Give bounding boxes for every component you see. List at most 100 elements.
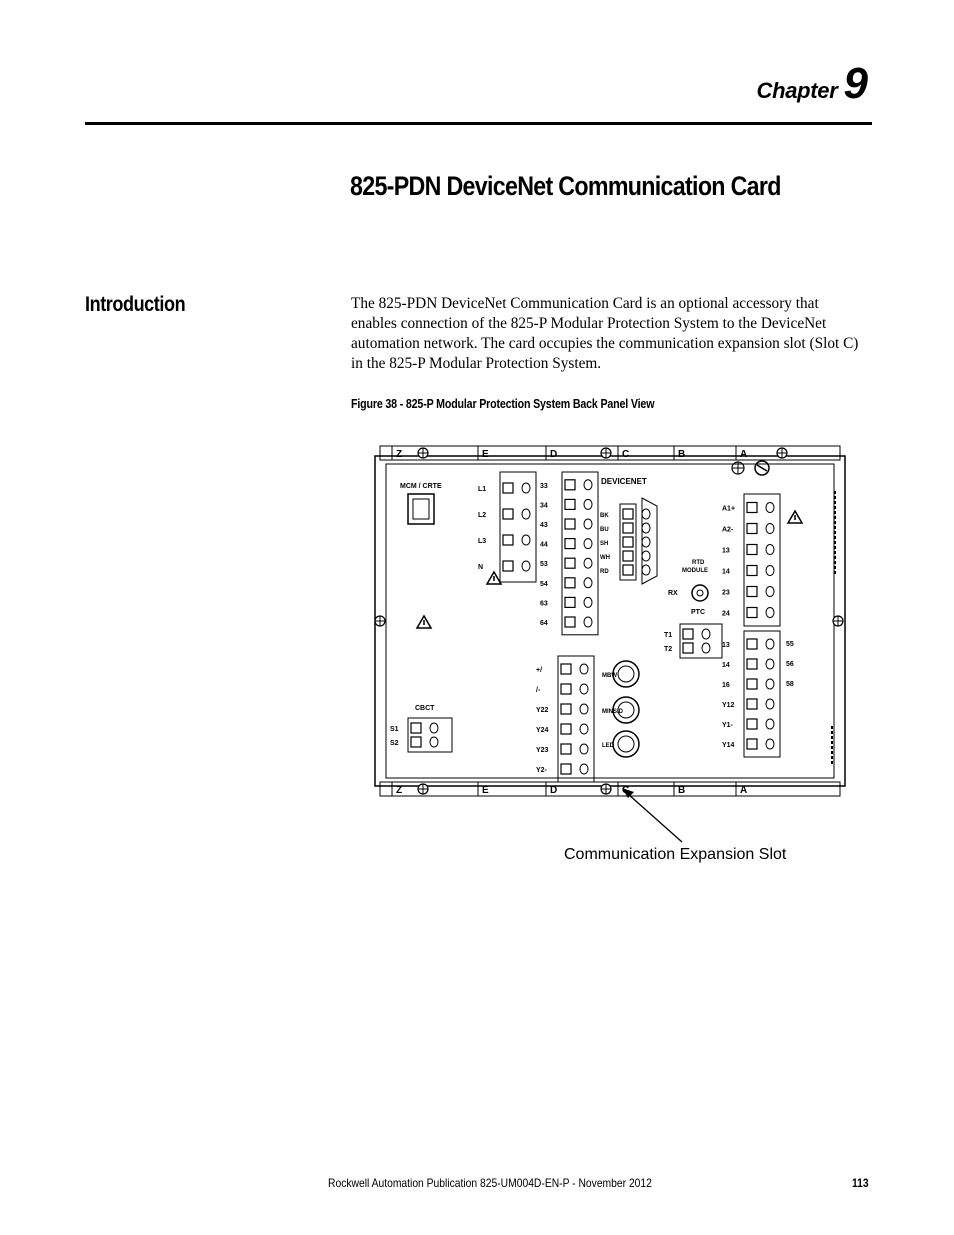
callout-arrow: [627, 793, 683, 843]
terminal-label: 54: [540, 581, 548, 588]
mounting-hole-icon: [417, 447, 429, 459]
mcm-port: [407, 493, 435, 525]
switch-label: LED: [602, 743, 615, 749]
terminal-label: 56: [786, 661, 794, 668]
publication-info: Rockwell Automation Publication 825-UM00…: [328, 1176, 652, 1190]
rotary-switches: MBW MINSID LED: [602, 660, 640, 758]
terminal-label: L2: [478, 512, 486, 519]
slot-label-e: E: [482, 785, 489, 796]
terminal-label: 33: [540, 483, 548, 490]
slot-label-z: Z: [396, 785, 402, 796]
panel-frame: [374, 455, 846, 787]
terminal-label: /-: [536, 687, 541, 694]
terminal-label: RD: [600, 569, 609, 575]
terminal-label: 43: [540, 522, 548, 529]
terminal-label: N: [478, 564, 483, 571]
mounting-hole-icon: [600, 447, 612, 459]
slot-label-c: C: [622, 449, 629, 460]
mounting-hole-icon: [374, 615, 386, 627]
terminal-label: BK: [600, 513, 609, 519]
terminal-label: SH: [600, 541, 608, 547]
mcm-port-inner: [412, 498, 430, 520]
mounting-hole-icon: [600, 783, 612, 795]
terminal-label: 64: [540, 620, 548, 627]
cbct-label: CBCT: [415, 705, 435, 712]
devicenet-connector-outline: [641, 497, 658, 585]
terminal-label: Y14: [722, 742, 735, 749]
terminal-label: A2-: [722, 527, 734, 534]
ptc-label: PTC: [691, 609, 705, 616]
terminal-label: 13: [722, 642, 730, 649]
terminal-label: 44: [540, 542, 548, 549]
warning-icon: [415, 614, 433, 629]
terminal-label: S2: [390, 740, 399, 747]
terminal-label: Y12: [722, 702, 735, 709]
terminal-label: Y24: [536, 727, 549, 734]
section-heading: Introduction: [85, 293, 186, 316]
rotary-switch: [612, 730, 640, 758]
rotary-switch: [612, 696, 640, 724]
terminal-label: S1: [390, 726, 399, 733]
slot-label-z: Z: [396, 449, 402, 460]
figure-callout: Communication Expansion Slot: [564, 846, 787, 863]
devicenet-label: DEVICENET: [601, 477, 647, 486]
header-rule: [85, 122, 872, 125]
terminal-label: L3: [478, 538, 486, 545]
switch-label: MINSID: [602, 709, 624, 715]
slot-label-a: A: [740, 449, 747, 460]
page-title: 825-PDN DeviceNet Communication Card: [350, 171, 781, 201]
terminal-label: 53: [540, 561, 548, 568]
ground-icon: [731, 461, 745, 475]
terminal-label: T2: [664, 646, 672, 653]
mounting-holes: [374, 447, 844, 795]
rtd-module-label: MODULE: [682, 568, 708, 574]
terminal-label: 16: [722, 682, 730, 689]
screw-icon: [754, 460, 770, 476]
chapter-word: Chapter: [756, 78, 838, 103]
terminal-label: BU: [600, 527, 609, 533]
terminal-label: 55: [786, 641, 794, 648]
figure-caption: Figure 38 - 825-P Modular Protection Sys…: [351, 396, 655, 411]
terminal-label: 13: [722, 548, 730, 555]
chapter-number: 9: [843, 59, 868, 108]
rtd-label: RTD: [692, 560, 705, 566]
slot-label-d: D: [550, 449, 557, 460]
page-number: 113: [852, 1176, 869, 1190]
slot-label-a: A: [740, 785, 747, 796]
terminal-label: Y1-: [722, 722, 734, 729]
mcm-label: MCM / CRTE: [400, 483, 442, 490]
callout-arrowhead: [622, 788, 634, 798]
terminal-label: Y22: [536, 707, 549, 714]
terminal-label: 63: [540, 600, 548, 607]
terminal-label: +/: [536, 667, 542, 674]
terminal-label: 14: [722, 662, 730, 669]
slot-label-b: B: [678, 785, 685, 796]
terminal-label: 58: [786, 681, 794, 688]
warning-icon: [786, 509, 804, 524]
terminal-label: Y23: [536, 747, 549, 754]
warning-icon: [485, 570, 503, 585]
intro-paragraph: The 825-PDN DeviceNet Communication Card…: [351, 295, 859, 372]
switch-label: MBW: [602, 673, 617, 679]
terminal-label: 24: [722, 611, 730, 618]
rtd-connector: [691, 584, 709, 602]
terminal-label: T1: [664, 632, 672, 639]
terminal-label: L1: [478, 486, 486, 493]
panel-inner-frame: [385, 463, 835, 779]
terminal-label: 34: [540, 502, 548, 509]
slot-label-b: B: [678, 449, 685, 460]
mounting-hole-icon: [776, 447, 788, 459]
terminal-label: Y2-: [536, 767, 548, 774]
chapter-heading: Chapter 9: [756, 62, 868, 106]
slot-label-e: E: [482, 449, 489, 460]
slot-label-d: D: [550, 785, 557, 796]
